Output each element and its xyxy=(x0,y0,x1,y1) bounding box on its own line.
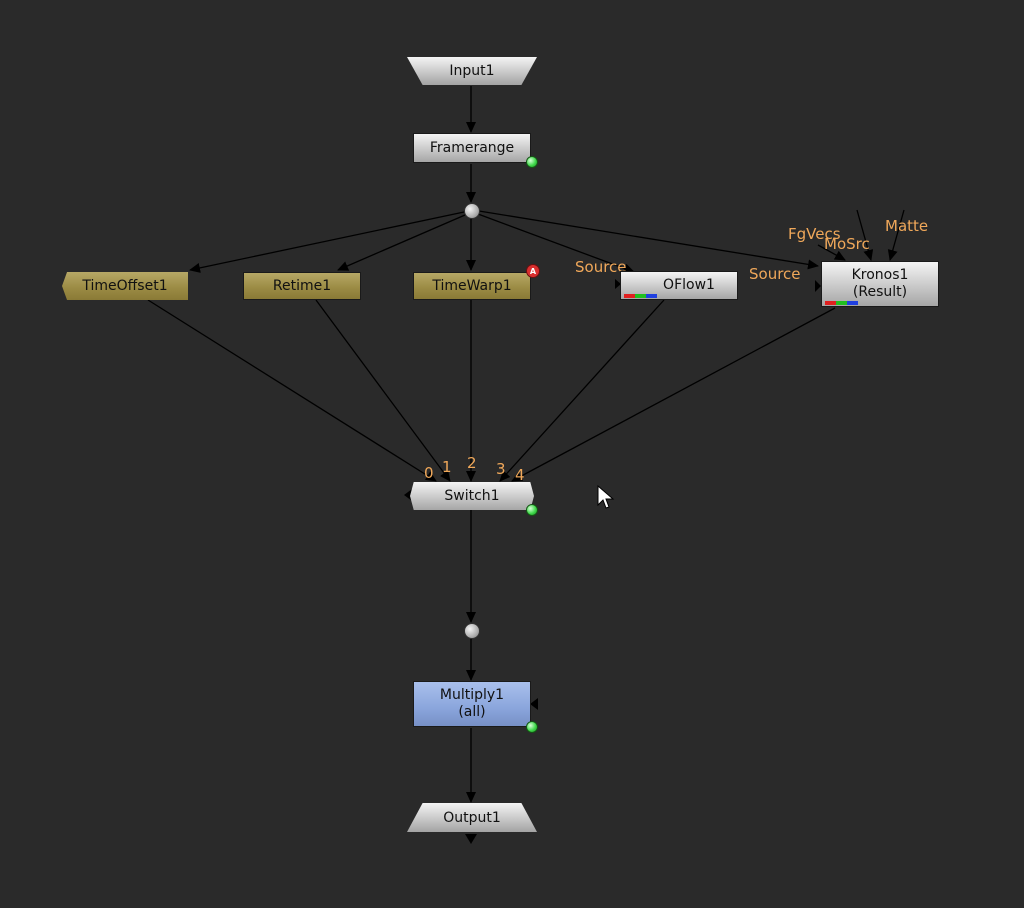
pipe-mosrc[interactable] xyxy=(817,244,846,261)
animation-badge-icon: A xyxy=(526,264,540,278)
pipe-dot-oflow[interactable] xyxy=(477,213,635,274)
framerange-node-label: Framerange xyxy=(429,139,515,156)
pipe-matte[interactable] xyxy=(887,209,905,261)
pipe-oflow-switch[interactable] xyxy=(499,299,665,482)
oflow-channel-indicator xyxy=(624,294,657,298)
framerange-node[interactable]: Framerange xyxy=(413,133,531,163)
multiply-node[interactable]: Multiply1 (all) xyxy=(413,681,531,727)
output-node[interactable]: Output1 xyxy=(407,803,537,832)
output-arrow-icon xyxy=(465,834,477,844)
switch-input-4-label: 4 xyxy=(515,466,525,484)
dot-node-top[interactable] xyxy=(464,203,480,219)
pipe-dot-retime[interactable] xyxy=(337,214,466,271)
dot-node-bottom[interactable] xyxy=(464,623,480,639)
retime-node[interactable]: Retime1 xyxy=(243,272,361,300)
input-node-label: Input1 xyxy=(449,63,495,79)
switch-node[interactable]: Switch1 xyxy=(410,482,534,510)
kronos-channel-indicator xyxy=(825,301,858,305)
framerange-status-indicator xyxy=(526,156,538,168)
input-node[interactable]: Input1 xyxy=(407,57,537,85)
timewarp-node[interactable]: TimeWarp1 xyxy=(413,272,531,300)
timewarp-node-label: TimeWarp1 xyxy=(432,277,512,294)
switch-node-label: Switch1 xyxy=(444,487,500,504)
switch-input-0-label: 0 xyxy=(424,464,434,482)
matte-input-label: Matte xyxy=(885,217,929,235)
timeoffset-node[interactable]: TimeOffset1 xyxy=(62,272,188,300)
switch-input-2-label: 2 xyxy=(467,454,477,472)
kronos-node-sublabel: (Result) xyxy=(852,284,908,300)
pipe-dot-timeoffset[interactable] xyxy=(189,211,465,273)
multiply-node-sublabel: (all) xyxy=(458,704,486,720)
switch-mask-arrow-icon xyxy=(404,489,412,501)
switch-input-1-label: 1 xyxy=(442,458,452,476)
oflow-source-label: Source xyxy=(575,258,627,276)
fgvecs-input-label: FgVecs xyxy=(788,225,841,243)
multiply-node-label: Multiply1 xyxy=(439,687,505,703)
kronos-node[interactable]: Kronos1 (Result) xyxy=(821,261,939,307)
pipe-fgvecs[interactable] xyxy=(856,209,874,261)
switch-status-indicator xyxy=(526,504,538,516)
multiply-status-indicator xyxy=(526,721,538,733)
retime-node-label: Retime1 xyxy=(272,277,332,294)
pipe-dot-kronos[interactable] xyxy=(478,210,819,270)
oflow-node-label: OFlow1 xyxy=(663,277,715,293)
kronos-node-label: Kronos1 xyxy=(851,267,909,283)
kronos-mask-arrow-icon xyxy=(815,280,821,292)
kronos-source-label: Source xyxy=(749,265,801,283)
timeoffset-node-label: TimeOffset1 xyxy=(82,277,168,294)
multiply-mask-arrow-icon xyxy=(530,698,538,710)
mouse-cursor-icon xyxy=(597,485,615,509)
output-node-label: Output1 xyxy=(443,809,501,826)
mosrc-input-label: MoSrc xyxy=(824,235,870,253)
oflow-mask-arrow-icon xyxy=(615,279,621,289)
pipe-retime-switch[interactable] xyxy=(315,299,451,482)
switch-input-3-label: 3 xyxy=(496,460,506,478)
pipe-kronos-switch[interactable] xyxy=(511,307,836,482)
pipe-timeoffset-switch[interactable] xyxy=(147,299,437,482)
oflow-node[interactable]: OFlow1 xyxy=(620,271,738,300)
